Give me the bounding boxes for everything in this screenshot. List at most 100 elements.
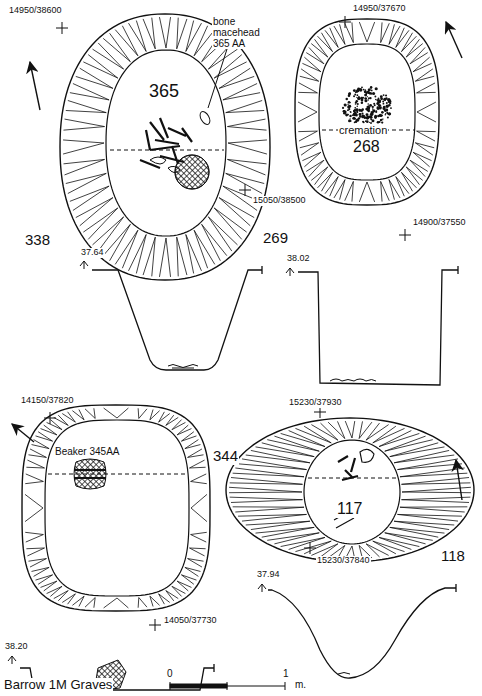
hachure: [306, 47, 324, 63]
cremation-fragment: [357, 103, 359, 105]
hachure: [281, 537, 325, 549]
hachure: [32, 440, 50, 449]
scale-label: 0: [166, 668, 174, 679]
cremation-fragment: [366, 120, 369, 123]
hachure: [400, 507, 467, 512]
level-label: 38.02: [286, 254, 311, 264]
hachure: [417, 83, 436, 93]
cremation-fragment: [349, 118, 350, 119]
deposit-label: cremation: [338, 124, 388, 136]
cremation-fragment: [355, 102, 357, 104]
hachure: [103, 33, 130, 61]
cremation-fragment: [370, 86, 372, 88]
cremation-fragment: [377, 107, 380, 110]
cut-outline: [295, 19, 439, 205]
hachure: [302, 152, 320, 167]
hachure: [396, 177, 409, 197]
cremation-fragment: [344, 104, 346, 106]
grid-reference: 14950/38600: [8, 6, 63, 16]
cremation-fragment: [382, 118, 383, 119]
hachure: [298, 131, 317, 141]
cremation-fragment: [367, 96, 368, 97]
cremation-fragment: [367, 103, 369, 105]
cremation-fragment: [354, 107, 356, 109]
hachure: [191, 532, 207, 542]
hachure: [417, 102, 436, 122]
hachure: [300, 69, 319, 81]
cremation-fragment: [358, 109, 360, 111]
cremation-fragment: [356, 90, 359, 93]
scale-bar: [170, 684, 227, 688]
cremation-fragment: [353, 95, 355, 97]
hachure: [32, 567, 50, 576]
cremation-fragment: [361, 101, 363, 103]
hachure: [415, 143, 434, 155]
hachure: [159, 412, 170, 422]
hachure: [381, 22, 390, 42]
cremation-fragment: [342, 107, 344, 109]
cremation-fragment: [361, 86, 363, 88]
cremation-fragment: [355, 102, 357, 104]
grid-reference: 14150/37820: [20, 396, 75, 406]
hachure: [230, 478, 303, 485]
hachure: [311, 167, 327, 185]
cremation-fragment: [362, 121, 364, 123]
hachure-rings: [22, 14, 474, 611]
cremation-fragment: [347, 104, 348, 105]
hachure: [62, 594, 75, 604]
cremation-fragment: [364, 97, 366, 99]
cremation-fragment: [361, 99, 364, 102]
hachure: [85, 408, 95, 418]
cremation-fragment: [366, 117, 369, 120]
cremation-fragment: [362, 97, 364, 99]
cremation-fragment: [367, 99, 369, 101]
cremation-fragment: [363, 121, 365, 123]
cremation-fragment: [365, 94, 367, 96]
hachure: [72, 596, 84, 606]
section-line: [48, 130, 414, 478]
cremation-fragment: [348, 108, 350, 110]
hachure: [334, 24, 345, 44]
cremation-fragment: [355, 120, 358, 123]
hachure: [401, 497, 470, 502]
hachure: [300, 143, 319, 155]
hachure: [194, 230, 215, 268]
hachure: [166, 591, 178, 601]
hachure: [138, 408, 147, 418]
cremation-fragment: [368, 97, 370, 99]
hachure: [150, 596, 160, 606]
cremation-fragment: [349, 102, 351, 104]
hachure: [83, 208, 117, 239]
section-profile: [92, 266, 262, 370]
hachure: [256, 443, 315, 457]
cremation-fragment: [377, 115, 380, 118]
cremation-fragment: [383, 106, 386, 109]
feature-number: 269: [262, 230, 289, 247]
hachure: [191, 474, 207, 484]
skeleton: [338, 456, 358, 480]
cut-base: [304, 440, 400, 544]
hachure: [143, 18, 155, 49]
section-deposit: [338, 673, 350, 675]
hachure: [298, 83, 317, 93]
hachure: [328, 421, 345, 438]
cremation-fragment: [387, 116, 389, 118]
hachure: [177, 18, 187, 49]
cremation-fragment: [347, 114, 349, 116]
hachure: [396, 28, 409, 48]
cremation-fragment: [374, 115, 377, 118]
cremation-fragment: [355, 114, 358, 117]
cremation-fragment: [343, 110, 346, 113]
hachure: [238, 514, 306, 521]
feature-number: 118: [440, 548, 466, 565]
cremation-fragment: [357, 94, 359, 96]
cremation-fragment: [353, 110, 355, 112]
hachure: [359, 421, 372, 438]
cremation-fragment: [366, 113, 369, 116]
hachure: [103, 224, 130, 260]
context-number: 268: [352, 138, 381, 156]
grid-cross: [44, 16, 411, 631]
hachure: [93, 43, 124, 69]
context-number: 365: [148, 82, 180, 102]
hachure: [36, 432, 53, 441]
